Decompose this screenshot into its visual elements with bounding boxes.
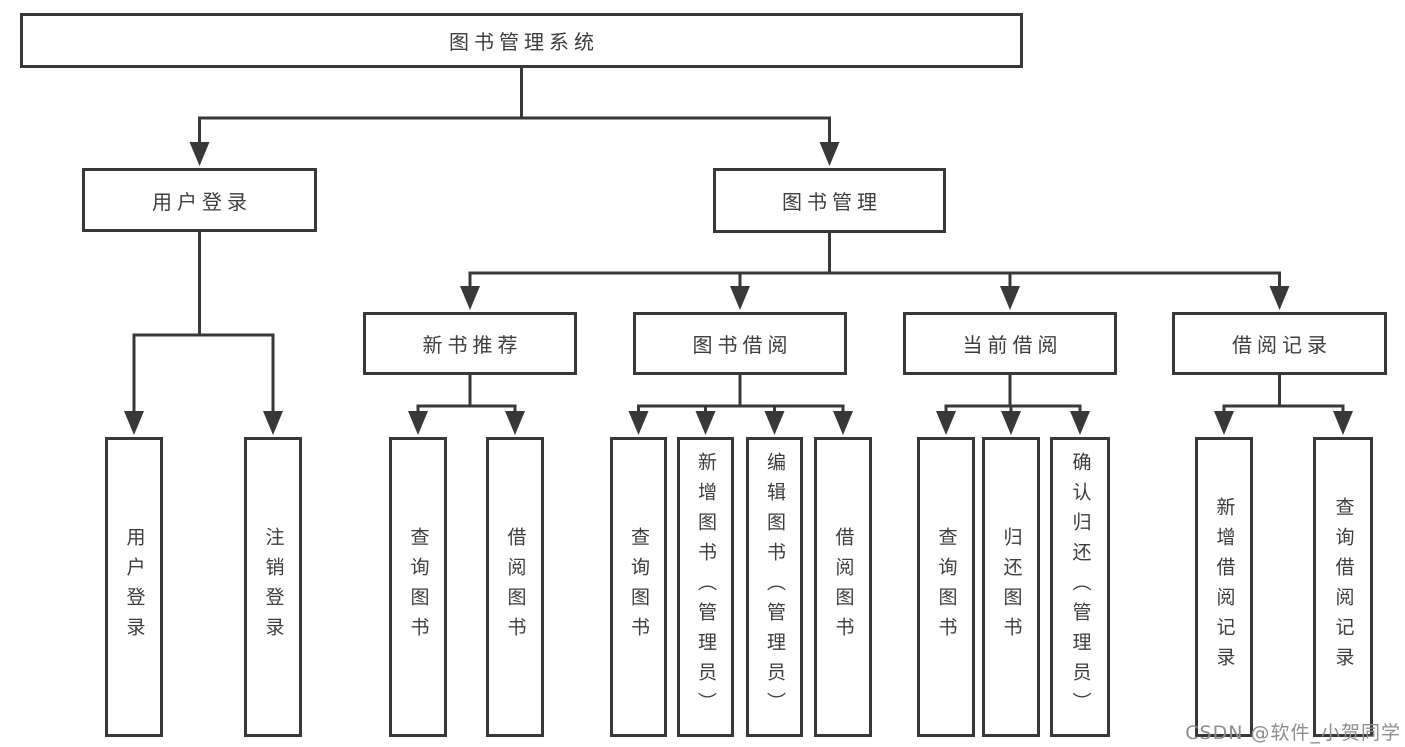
node-label: 借阅图书 — [832, 527, 855, 647]
node-rec-query-book: 查询图书 — [389, 437, 447, 737]
node-label: 编辑图书（管理员） — [764, 452, 786, 722]
node-cb-confirm-return: 确认归还（管理员） — [1050, 437, 1110, 737]
node-label: 借阅记录 — [1232, 333, 1332, 357]
node-bb-borrow-book: 借阅图书 — [814, 437, 872, 737]
node-br-add-record: 新增借阅记录 — [1195, 437, 1253, 737]
node-book-mgmt: 图书管理 — [713, 168, 946, 233]
node-label: 用户登录 — [123, 527, 146, 647]
node-bb-add-book: 新增图书（管理员） — [677, 437, 734, 737]
node-cb-query-book: 查询图书 — [917, 437, 975, 737]
node-book-borrow: 图书借阅 — [633, 312, 847, 375]
node-label: 图书借阅 — [692, 333, 793, 357]
node-bb-query-book: 查询图书 — [610, 437, 667, 737]
node-rec-borrow-book: 借阅图书 — [486, 437, 544, 737]
node-label: 用户登录 — [152, 189, 252, 214]
node-label: 查询图书 — [407, 527, 430, 647]
node-current-borrow: 当前借阅 — [903, 312, 1117, 375]
node-label: 注销登录 — [262, 527, 285, 647]
node-label: 确认归还（管理员） — [1069, 452, 1092, 722]
node-label: 新增图书（管理员） — [695, 452, 717, 722]
node-leaf-user-login: 用户登录 — [105, 437, 163, 737]
node-label: 新增借阅记录 — [1213, 497, 1236, 677]
node-root: 图书管理系统 — [20, 13, 1023, 68]
node-label: 查询图书 — [628, 527, 650, 647]
node-label: 当前借阅 — [962, 333, 1063, 357]
node-label: 图书管理系统 — [449, 30, 599, 54]
node-borrow-records: 借阅记录 — [1172, 312, 1387, 375]
node-label: 图书管理 — [782, 190, 882, 214]
node-cb-return-book: 归还图书 — [982, 437, 1040, 737]
watermark: CSDN @软件_小贺同学 — [1185, 722, 1401, 744]
node-label: 查询图书 — [935, 527, 958, 647]
node-label: 归还图书 — [1000, 527, 1023, 647]
node-br-query-record: 查询借阅记录 — [1313, 437, 1373, 737]
node-label: 查询借阅记录 — [1332, 497, 1355, 677]
node-user-login: 用户登录 — [82, 168, 317, 232]
node-label: 新书推荐 — [422, 333, 523, 357]
node-label: 借阅图书 — [504, 527, 527, 647]
node-leaf-logout: 注销登录 — [244, 437, 302, 737]
node-new-book-rec: 新书推荐 — [363, 312, 577, 375]
node-bb-edit-book: 编辑图书（管理员） — [746, 437, 803, 737]
